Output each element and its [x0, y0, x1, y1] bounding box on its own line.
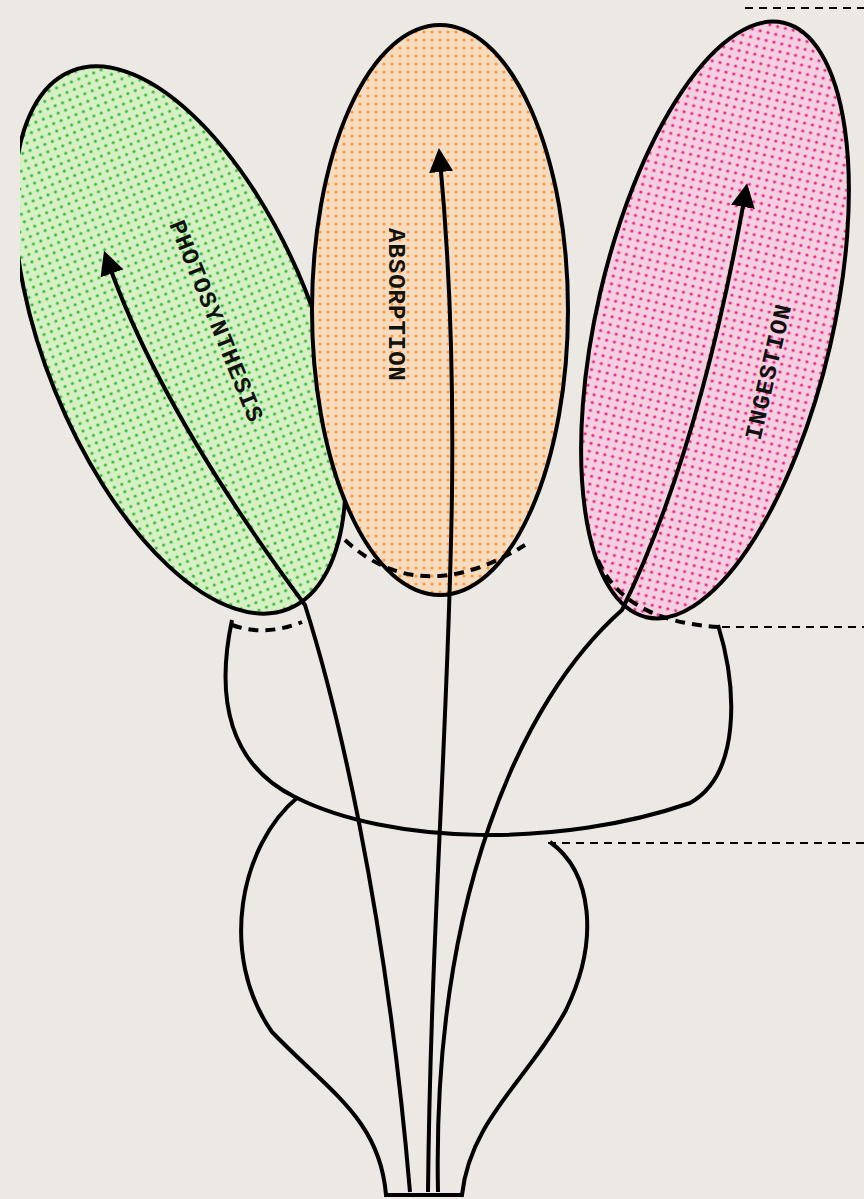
petal-shape: PHOTOSYNTHESIS: [20, 40, 360, 640]
lower-bulb: [241, 797, 587, 1195]
petal-outline: [570, 0, 860, 640]
lineage-arrow: [428, 160, 452, 1192]
upper-bulb: [226, 620, 732, 835]
lineage-arrow: [108, 262, 410, 1192]
lineage-arrow: [438, 195, 745, 1192]
petal-base: [232, 622, 302, 630]
leader-line: [745, 7, 864, 9]
petal-outline: [20, 40, 360, 640]
petal-label: ABSORPTION: [383, 228, 407, 382]
petal-outline: [300, 20, 580, 610]
leader-line: [548, 842, 864, 844]
petal-shape: ABSORPTION: [300, 20, 580, 610]
leader-line: [722, 626, 864, 628]
petal-base: [345, 540, 525, 576]
petal-shape: INGESTION: [570, 0, 860, 640]
